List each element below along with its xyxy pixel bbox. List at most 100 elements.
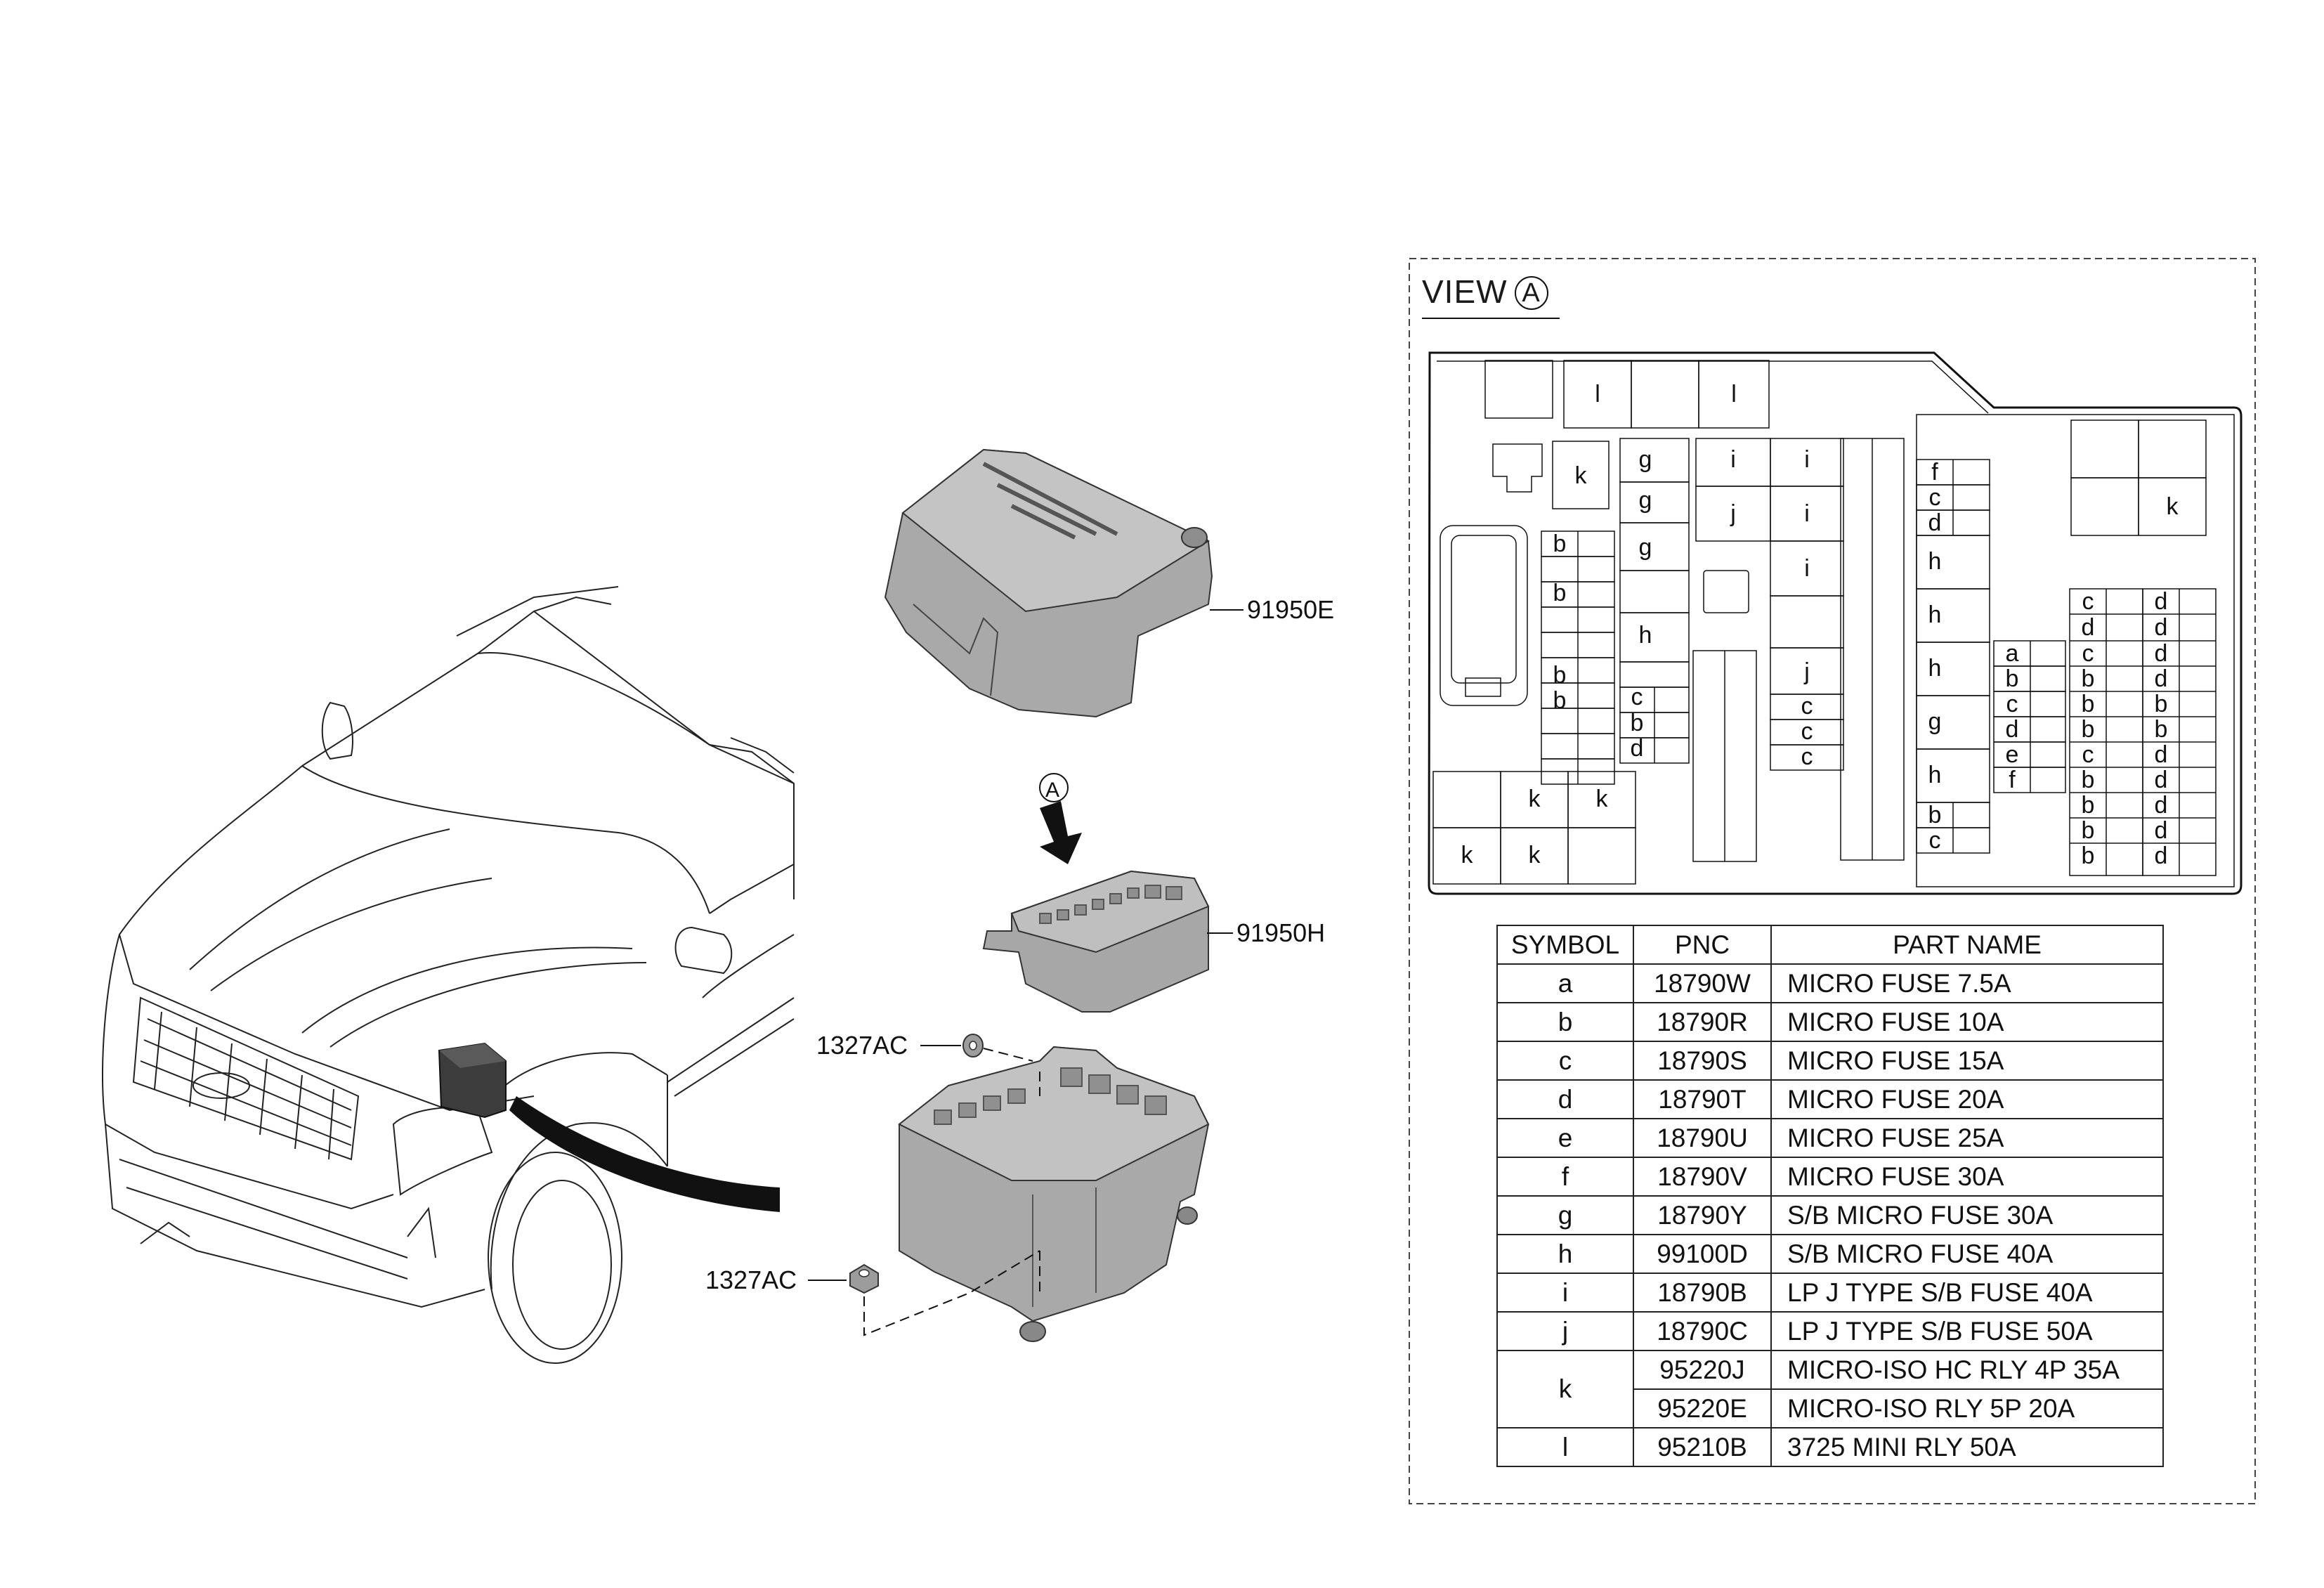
fuse-cell-i-i0: i [1730,446,1736,473]
fuse-cell-g-g0: g [1639,446,1652,473]
view-a-frame [1409,258,2256,1504]
fuse-cell-d-a3: d [2006,716,2019,743]
fuse-cell-b-cr5: b [2155,716,2168,743]
fuse-cell-c-i8: c [1801,743,1813,770]
symbol-cell: i [1496,1273,1634,1313]
part-name-cell: MICRO FUSE 20A [1770,1079,2164,1119]
fuse-cell-c-cl2: c [2082,640,2094,667]
fuse-cell-c-f1: c [1929,484,1941,511]
fuse-cell-k-tr: k [2167,493,2179,520]
view-marker-circle: A [1514,276,1548,310]
fuse-cell-h-f7: h [1928,762,1942,788]
fuse-cell-a-a0: a [2006,640,2019,667]
fuse-layout-panel [1428,351,2243,895]
fuse-cell-h-f4: h [1928,601,1942,628]
fuse-cell-c-a2: c [2006,691,2018,717]
fuse-cell-h-g3: h [1639,622,1652,649]
fuse-cell-b-cr4: b [2155,691,2168,717]
fuse-cell-b-a1: b [2006,665,2019,692]
symbol-cell: j [1496,1311,1634,1351]
fuse-cell-b-cl7: b [2082,767,2095,793]
fuse-cell-b-cl8: b [2082,792,2095,819]
fuse-cell-b-f8: b [1928,802,1942,828]
pnc-cell: 95220J [1633,1350,1772,1390]
part-name-cell: LP J TYPE S/B FUSE 50A [1770,1311,2164,1351]
fuse-cell-j-i5: j [1803,658,1810,685]
fuse-cell-i-i3: i [1804,500,1810,527]
callout-1327AC-upper: 1327AC [816,1031,908,1060]
symbol-cell: l [1496,1427,1634,1467]
fuse-cell-b-cl3: b [2082,665,2095,692]
symbol-cell: f [1496,1157,1634,1197]
part-name-cell: MICRO-ISO RLY 5P 20A [1770,1388,2164,1428]
fuse-cell-g-f6: g [1928,708,1942,735]
fuse-cell-d-cr6: d [2155,741,2168,768]
fuse-cell-d-cr1: d [2155,614,2168,641]
fuse-cell-h-f5: h [1928,655,1942,682]
part-name-cell: MICRO FUSE 15A [1770,1041,2164,1081]
fuse-cell-k-br3: k [1529,842,1541,868]
fuse-cell-b-b2: b [1553,662,1567,689]
vehicle-front-illustration [102,586,795,1364]
symbol-cell: a [1496,963,1634,1003]
fuse-cell-h-f3: h [1928,548,1942,575]
fuse-cell-k-br0: k [1529,786,1541,812]
fuse-cell-b-cl10: b [2082,842,2095,869]
part-name-cell: MICRO FUSE 30A [1770,1157,2164,1197]
fuse-cell-e-a4: e [2006,741,2019,768]
fuse-cell-f-a5: f [2009,767,2016,793]
fuse-cell-g-g1: g [1639,487,1652,514]
symbol-cell: h [1496,1234,1634,1274]
symbol-cell: g [1496,1195,1634,1235]
table-header-row: SYMBOL PNC PART NAME [1496,925,2164,965]
fuse-cell-k-br1: k [1596,786,1609,812]
symbol-cell: b [1496,1002,1634,1042]
fuse-cell-d-cr0: d [2155,588,2168,615]
fuse-box-cover [884,448,1213,718]
pnc-cell: 18790S [1633,1041,1772,1081]
header-symbol: SYMBOL [1496,925,1634,965]
fuse-cell-l-top-1: l [1595,381,1600,408]
fuse-cell-c-cl0: c [2082,588,2094,615]
fuse-cell-k-br2: k [1461,842,1474,868]
fuse-cell-c-cl6: c [2082,741,2094,768]
pnc-cell: 18790W [1633,963,1772,1003]
fuse-cell-b-b3: b [1553,687,1567,714]
pnc-cell: 95210B [1633,1427,1772,1467]
callout-91950H: 91950H [1236,918,1325,947]
fuse-cell-d-cl1: d [2082,614,2095,641]
pnc-cell: 18790V [1633,1157,1772,1197]
fuse-cell-f-f0: f [1931,459,1938,486]
fuse-cell-c-g4: c [1631,684,1643,710]
symbol-cell: e [1496,1118,1634,1158]
part-name-cell: 3725 MINI RLY 50A [1770,1427,2164,1467]
pnc-cell: 18790B [1633,1273,1772,1313]
fuse-cell-b-cl4: b [2082,691,2095,717]
pnc-cell: 18790Y [1633,1195,1772,1235]
part-name-cell: S/B MICRO FUSE 40A [1770,1234,2164,1274]
fuse-block [982,870,1210,1013]
fuse-cell-d-cr2: d [2155,640,2168,667]
part-name-cell: MICRO FUSE 7.5A [1770,963,2164,1003]
fuse-cell-d-cr8: d [2155,792,2168,819]
fuse-cell-d-g6: d [1631,735,1644,762]
fuse-cell-i-i1: i [1804,446,1810,473]
relay-box-location [438,1042,780,1212]
header-pnc: PNC [1633,925,1772,965]
part-name-cell: S/B MICRO FUSE 30A [1770,1195,2164,1235]
pnc-cell: 18790R [1633,1002,1772,1042]
fuse-cell-d-f2: d [1928,509,1942,536]
symbol-cell: d [1496,1079,1634,1119]
